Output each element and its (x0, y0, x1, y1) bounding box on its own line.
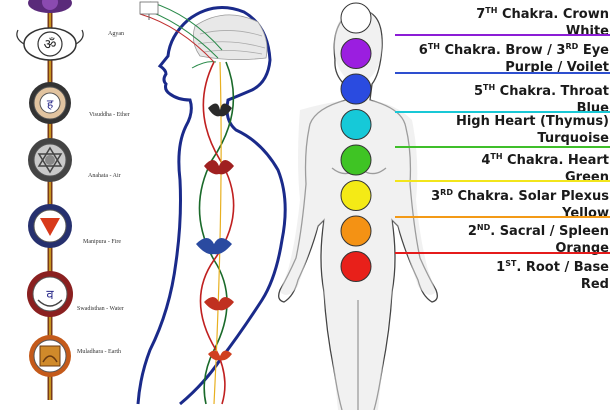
chakra-name: Chakra. Heart (502, 153, 609, 168)
chakra-ordinal: ST (505, 259, 517, 268)
chakra-name: . Root / Base (516, 260, 609, 275)
chakra-divider-5 (395, 216, 610, 218)
chakra-divider-6 (395, 252, 610, 254)
chakra-title: 7TH Chakra. Crown (476, 2, 609, 23)
chakra-divider-1 (395, 72, 610, 74)
svadhisthana-chakra-icon: व (27, 271, 73, 317)
chakra-number: 3 (431, 189, 441, 204)
muladhara-chakra-icon (29, 335, 71, 377)
chakra-name: Chakra. Throat (495, 84, 609, 99)
chakra-circle-1 (340, 38, 372, 69)
brain-pattern (192, 14, 268, 60)
anahata-chakra-icon (28, 138, 72, 182)
chakra-circle-3 (340, 109, 372, 140)
chakra-circle-5 (340, 180, 372, 211)
chakra-ordinal-2: RD (565, 42, 579, 51)
chakra-name: . Sacral / Spleen (490, 224, 609, 239)
chakra-ordinal: RD (440, 188, 453, 197)
chakra-name: High Heart (Thymus) (455, 114, 609, 129)
chakra-divider-0 (395, 34, 610, 36)
chakra-number: 4 (481, 153, 491, 168)
chakra-ordinal: TH (490, 152, 503, 161)
chakra-circle-0 (340, 2, 372, 34)
chakra-color-name: Red (580, 277, 609, 292)
chakra-label-3: High Heart (Thymus) Turquoise (456, 113, 609, 147)
chakra-number: 7 (476, 7, 486, 22)
manipura-label: Manipura - Fire (83, 239, 121, 245)
chakra-number: 5 (473, 84, 483, 99)
chakra-number: 2 (467, 224, 477, 239)
chakra-number: 1 (496, 260, 506, 275)
anahata-label: Anahata - Air (88, 173, 121, 179)
chakra-divider-3 (395, 146, 610, 148)
chakra-divider-4 (395, 180, 610, 182)
chakra-title: 4TH Chakra. Heart (481, 148, 609, 169)
chakra-circle-7 (340, 251, 372, 282)
chakra-title: 1ST. Root / Base (496, 255, 609, 276)
chakra-name-2: Eye (578, 43, 609, 58)
chakra-name: Chakra. Crown (497, 7, 609, 22)
chakra-divider-2 (395, 111, 610, 113)
agyan-label: Agyan (108, 31, 124, 37)
chakra-color-name: Purple / Voilet (505, 60, 609, 75)
vishuddha-label: Visuddha - Ether (89, 112, 130, 118)
chakra-circle-6 (340, 215, 372, 247)
chakra-ordinal: TH (483, 83, 496, 92)
manipura-chakra-icon (28, 204, 72, 248)
chakra-title: High Heart (Thymus) (456, 113, 609, 130)
profile-figure-outline (136, 6, 287, 406)
chakra-name: Chakra. Brow / 3 (439, 43, 566, 58)
muladhara-label: Muladhara - Earth (77, 349, 121, 355)
svg-text:ॐ: ॐ (44, 37, 57, 53)
svg-text:ह: ह (47, 97, 54, 111)
lotus-flower-icon (196, 103, 234, 361)
chakra-name: Chakra. Solar Plexus (452, 189, 609, 204)
chakra-title: 6TH Chakra. Brow / 3RD Eye (419, 38, 609, 59)
vishuddha-chakra-icon: ह (29, 82, 71, 124)
chakra-circle-4 (340, 144, 372, 176)
svadhisthana-label: Swadisthan - Water (77, 306, 124, 312)
chakra-circle-2 (340, 73, 372, 105)
signpost-icon (139, 1, 159, 20)
chakra-ordinal: TH (427, 42, 440, 51)
chakra-ordinal: ND (476, 223, 491, 232)
svg-text:व: व (46, 288, 54, 303)
chakra-number: 6 (418, 43, 428, 58)
ajna-chakra-icon: ॐ (16, 27, 84, 61)
chakra-title: 3RD Chakra. Solar Plexus (431, 184, 609, 205)
crown-lotus-icon (28, 0, 72, 13)
chakra-title: 5TH Chakra. Throat (474, 79, 609, 100)
chakra-ordinal: TH (485, 6, 498, 15)
chakra-title: 2ND. Sacral / Spleen (468, 219, 609, 240)
chakra-color-name: Turquoise (537, 131, 609, 146)
